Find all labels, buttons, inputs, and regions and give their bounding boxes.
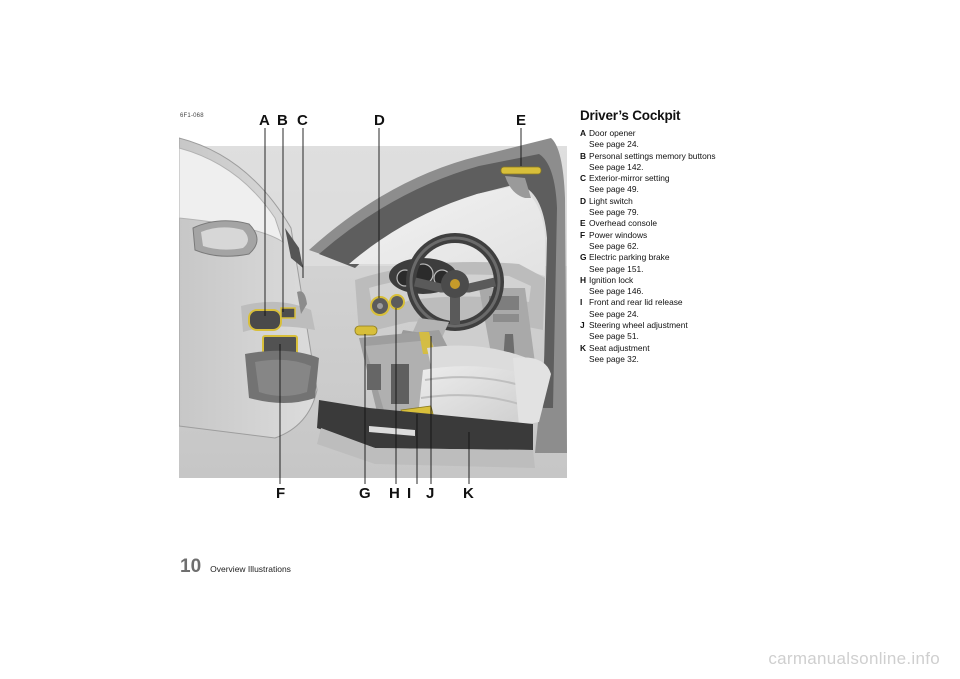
callout-k: K	[463, 485, 474, 502]
legend-item-e: E Overhead console	[580, 218, 780, 229]
callout-e: E	[516, 112, 527, 129]
callout-f: F	[276, 485, 286, 502]
legend-label: Personal settings memory buttons	[589, 150, 716, 161]
legend-item-b: B Personal settings memory buttons See p…	[580, 151, 780, 174]
legend-key: D	[580, 195, 587, 206]
legend-page-ref: See page 151.	[589, 263, 644, 274]
legend-key: K	[580, 342, 587, 353]
legend-label: Power windows	[589, 229, 648, 240]
legend-item-c: C Exterior-mirror setting See page 49.	[580, 173, 780, 196]
callout-a: A	[259, 112, 270, 129]
callout-g: G	[359, 485, 371, 502]
legend-item-j: J Steering wheel adjustment See page 51.	[580, 320, 780, 343]
legend-item-f: F Power windows See page 62.	[580, 230, 780, 253]
legend-item-i: I Front and rear lid release See page 24…	[580, 297, 780, 320]
legend-label: Overhead console	[589, 218, 657, 229]
callout-b: B	[277, 112, 288, 129]
legend-label: Door opener	[589, 128, 636, 138]
legend-label: Light switch	[589, 195, 633, 206]
legend-key: I	[580, 297, 583, 308]
figure-code: 6F1-068	[180, 113, 204, 119]
page-footer: 10 Overview Illustrations	[180, 556, 291, 578]
legend-item-a: A Door opener See page 24.	[580, 128, 780, 151]
legend-key: F	[580, 229, 586, 240]
legend-label: Seat adjustment	[589, 342, 650, 353]
legend-key: E	[580, 218, 586, 229]
cockpit-illustration	[179, 128, 567, 484]
callout-h: H	[389, 485, 400, 502]
legend-label: Ignition lock	[589, 274, 634, 285]
legend-key: C	[580, 173, 587, 184]
legend-label: Exterior-mirror setting	[589, 173, 670, 184]
legend-page-ref: See page 32.	[589, 353, 639, 364]
legend: Driver’s Cockpit A Door opener See page …	[580, 108, 780, 365]
callout-j: J	[426, 485, 435, 502]
legend-key: G	[580, 252, 587, 263]
section-title: Driver’s Cockpit	[580, 108, 681, 123]
callout-c: C	[297, 112, 308, 129]
legend-list: A Door opener See page 24. B Personal se…	[580, 128, 780, 365]
legend-item-h: H Ignition lock See page 146.	[580, 275, 780, 298]
legend-key: A	[580, 128, 587, 138]
page-number: 10	[180, 556, 202, 577]
callout-i: I	[407, 485, 412, 502]
legend-page-ref: See page 62.	[589, 240, 639, 251]
legend-item-k: K Seat adjustment See page 32.	[580, 343, 780, 366]
legend-page-ref: See page 142.	[589, 161, 644, 172]
legend-item-g: G Electric parking brake See page 151.	[580, 252, 780, 275]
callout-d: D	[374, 112, 385, 129]
legend-label: Electric parking brake	[589, 252, 670, 263]
legend-key: B	[580, 150, 587, 161]
legend-page-ref: See page 24.	[589, 308, 639, 319]
legend-item-d: D Light switch See page 79.	[580, 196, 780, 219]
watermark: carmanualsonline.info	[768, 649, 940, 668]
legend-label: Steering wheel adjustment	[589, 320, 688, 331]
legend-key: J	[580, 320, 585, 331]
section-name: Overview Illustrations	[210, 564, 291, 574]
legend-page-ref: See page 24.	[589, 139, 639, 150]
legend-key: H	[580, 274, 587, 285]
legend-page-ref: See page 51.	[589, 331, 639, 342]
legend-label: Front and rear lid release	[589, 297, 683, 308]
legend-page-ref: See page 79.	[589, 207, 639, 218]
legend-page-ref: See page 49.	[589, 184, 639, 195]
legend-page-ref: See page 146.	[589, 286, 644, 297]
